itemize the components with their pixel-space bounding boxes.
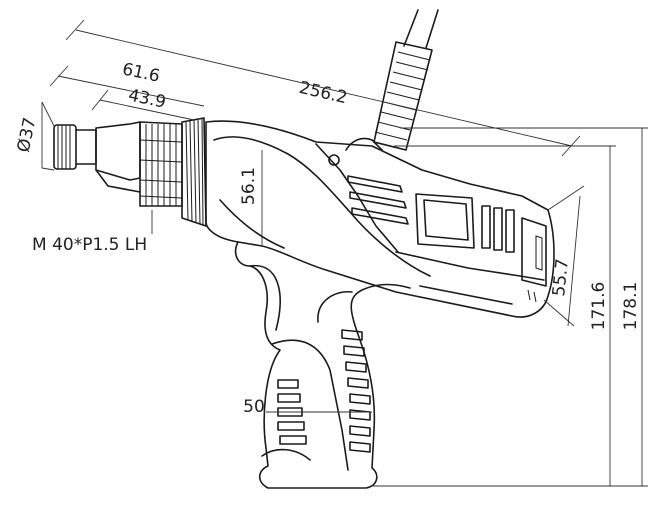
dim-thread-length: 43.9 [126, 85, 167, 112]
dim-height-total: 178.1 [621, 282, 641, 331]
dim-diameter: Ø37 [14, 116, 41, 154]
thread-spec-label: M 40*P1.5 LH [32, 235, 147, 255]
nose-assembly [53, 117, 207, 227]
cable [373, 9, 439, 151]
handle [234, 241, 411, 489]
main-body [205, 120, 555, 318]
dim-rear-height: 55.7 [549, 258, 573, 298]
dim-body-height: 56.1 [239, 167, 259, 205]
dimension-labels: 256.2 61.6 43.9 Ø37 56.1 55.7 171.6 178.… [14, 59, 641, 417]
tool-outline [53, 9, 555, 489]
dim-grip-width: 50 [243, 397, 265, 417]
dim-height-inner: 171.6 [589, 282, 609, 331]
dim-nose-length: 61.6 [120, 59, 161, 86]
dim-overall-length: 256.2 [297, 78, 349, 108]
dimension-lines [41, 19, 648, 487]
